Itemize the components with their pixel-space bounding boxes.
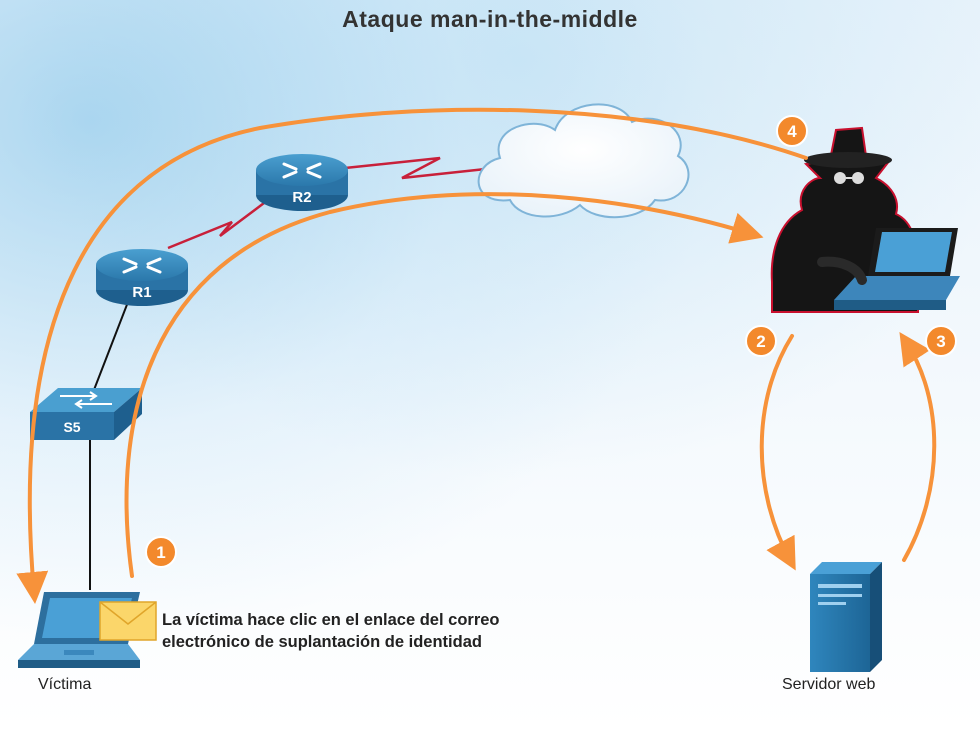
serial-link-r1-r2 <box>167 199 269 250</box>
router-r1-label: R1 <box>132 284 151 301</box>
router-r1: R1 <box>96 249 188 306</box>
serial-link-r2-cloud <box>344 156 496 180</box>
attacker-figure <box>770 126 960 313</box>
diagram-title: Ataque man-in-the-middle <box>342 6 638 32</box>
cable-r1-switch <box>91 301 129 396</box>
switch-s5-label: S5 <box>63 419 80 435</box>
step-number-1: 1 <box>156 543 165 562</box>
victim-label: Víctima <box>38 676 92 693</box>
attack-arrows <box>16 107 937 604</box>
arrow-attacker-to-victim <box>16 107 808 604</box>
web-server <box>810 562 882 672</box>
step-number-4: 4 <box>787 122 797 141</box>
step-1-caption: La víctima hace clic en el enlace del co… <box>162 611 500 651</box>
arrow-victim-to-attacker <box>124 192 764 578</box>
server-label: Servidor web <box>782 676 876 693</box>
email-envelope-icon <box>99 601 157 641</box>
switch-s5: S5 <box>30 388 142 440</box>
arrow-server-to-attacker <box>899 331 937 562</box>
arrow-attacker-to-server <box>759 334 796 571</box>
step-badge-3: 3 <box>925 325 957 357</box>
step-badge-2: 2 <box>745 325 777 357</box>
router-r2-label: R2 <box>292 189 311 206</box>
router-r2: R2 <box>256 154 348 211</box>
step-badge-1: 1 <box>145 536 177 568</box>
step-number-3: 3 <box>936 332 945 351</box>
step-number-2: 2 <box>756 332 765 351</box>
step-badge-4: 4 <box>776 115 808 147</box>
